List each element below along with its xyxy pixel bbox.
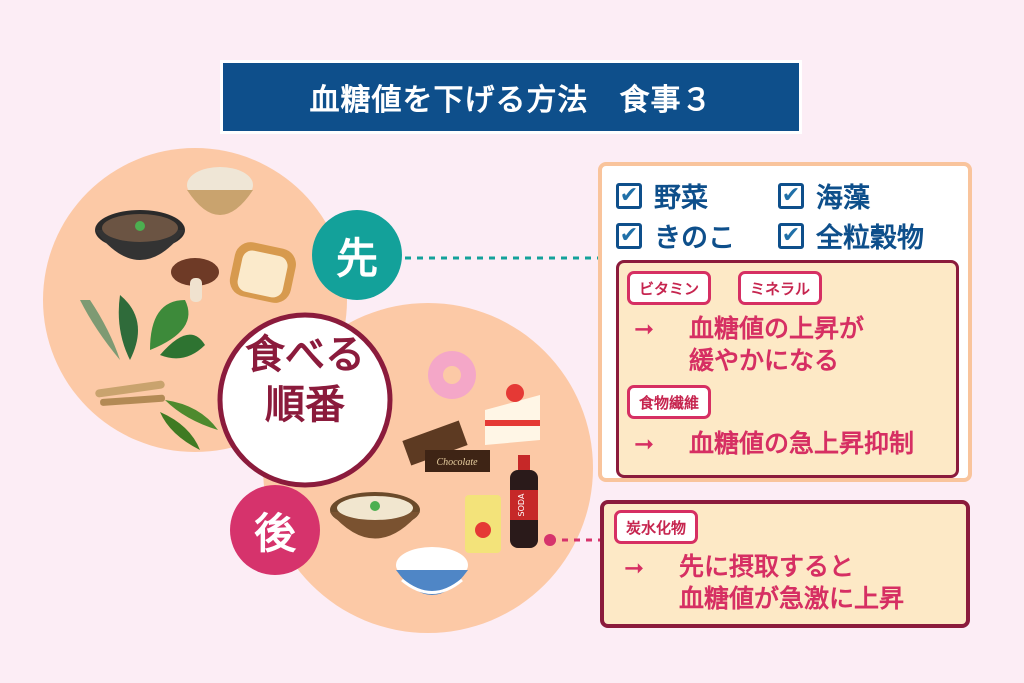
- checklist-label: 海藻: [816, 183, 870, 214]
- page-title: 血糖値を下げる方法 食事３: [220, 60, 802, 134]
- seaweed-icon: [80, 295, 138, 360]
- later-badge: 後: [230, 485, 320, 575]
- bread-icon: [229, 242, 296, 303]
- checklist-label: きのこ: [654, 223, 735, 254]
- soda-label: SODA: [517, 493, 526, 516]
- eating-order-line: 順番: [265, 382, 345, 428]
- benefits-box: ビタミン ミネラル ➞ 血糖値の上昇が 緩やかになる 食物繊維 ➞ 血糖値の急上…: [616, 260, 959, 478]
- shortcake-icon: [485, 384, 540, 445]
- arrow-right-icon: ➞: [634, 315, 655, 343]
- noodle-bowl-icon: [330, 492, 420, 539]
- checkbox-checked-icon: ✔: [616, 182, 642, 209]
- donut-icon: [428, 351, 476, 399]
- white-rice-bowl-icon: [396, 547, 468, 595]
- checklist-label: 全粒穀物: [816, 223, 924, 254]
- effect-line: 血糖値が急激に上昇: [679, 584, 905, 613]
- juice-can-icon: [465, 495, 501, 553]
- burdock-icon: [95, 380, 165, 406]
- soba-bowl-icon: [95, 210, 185, 260]
- checklist-item: ✔ 野菜: [616, 176, 708, 215]
- effect-line: 緩やかになる: [689, 346, 840, 375]
- first-foods-panel: ✔ 野菜 ✔ 海藻 ✔ きのこ ✔ 全粒穀物 ビタミン ミネラル ➞ 血糖値の上昇が 緩…: [598, 162, 972, 482]
- effect-line: 先に摂取すると: [679, 552, 855, 581]
- effect-line: 血糖値の上昇が: [689, 314, 865, 343]
- checklist-label: 野菜: [654, 183, 708, 214]
- tag-vitamin: ビタミン: [627, 271, 712, 305]
- chocolate-label: Chocolate: [436, 457, 478, 468]
- checkbox-checked-icon: ✔: [778, 222, 804, 249]
- checkbox-checked-icon: ✔: [616, 222, 642, 249]
- checklist-item: ✔ 全粒穀物: [778, 216, 924, 255]
- checkbox-checked-icon: ✔: [778, 182, 804, 209]
- tag-mineral: ミネラル: [738, 271, 823, 305]
- effect-text-2: 血糖値の急上昇抑制: [689, 429, 915, 458]
- center-circle: [217, 312, 393, 488]
- spinach-icon: [150, 300, 205, 359]
- eating-order-line: 食べる: [245, 332, 365, 378]
- arrow-right-icon: ➞: [634, 430, 655, 458]
- carb-effect-text: 先に摂取すると 血糖値が急激に上昇: [679, 551, 904, 615]
- arrow-right-icon: ➞: [624, 554, 645, 582]
- soda-bottle-icon: SODA: [510, 455, 538, 548]
- tag-fiber: 食物繊維: [627, 385, 712, 419]
- chocolate-icon: Chocolate: [402, 420, 490, 472]
- later-foods-panel: 炭水化物 ➞ 先に摂取すると 血糖値が急激に上昇: [600, 500, 970, 628]
- first-badge: 先: [312, 210, 402, 300]
- checklist-item: ✔ きのこ: [616, 216, 735, 255]
- mushroom-icon: [171, 258, 219, 302]
- tag-carbohydrate: 炭水化物: [614, 510, 699, 544]
- checklist-item: ✔ 海藻: [778, 176, 870, 215]
- eating-order-label: 食べる 順番: [220, 330, 390, 430]
- okra-icon: [160, 400, 218, 450]
- effect-text: 血糖値の上昇が 緩やかになる: [689, 313, 864, 377]
- connector-dot: [544, 534, 556, 546]
- brown-rice-bowl-icon: [187, 167, 253, 215]
